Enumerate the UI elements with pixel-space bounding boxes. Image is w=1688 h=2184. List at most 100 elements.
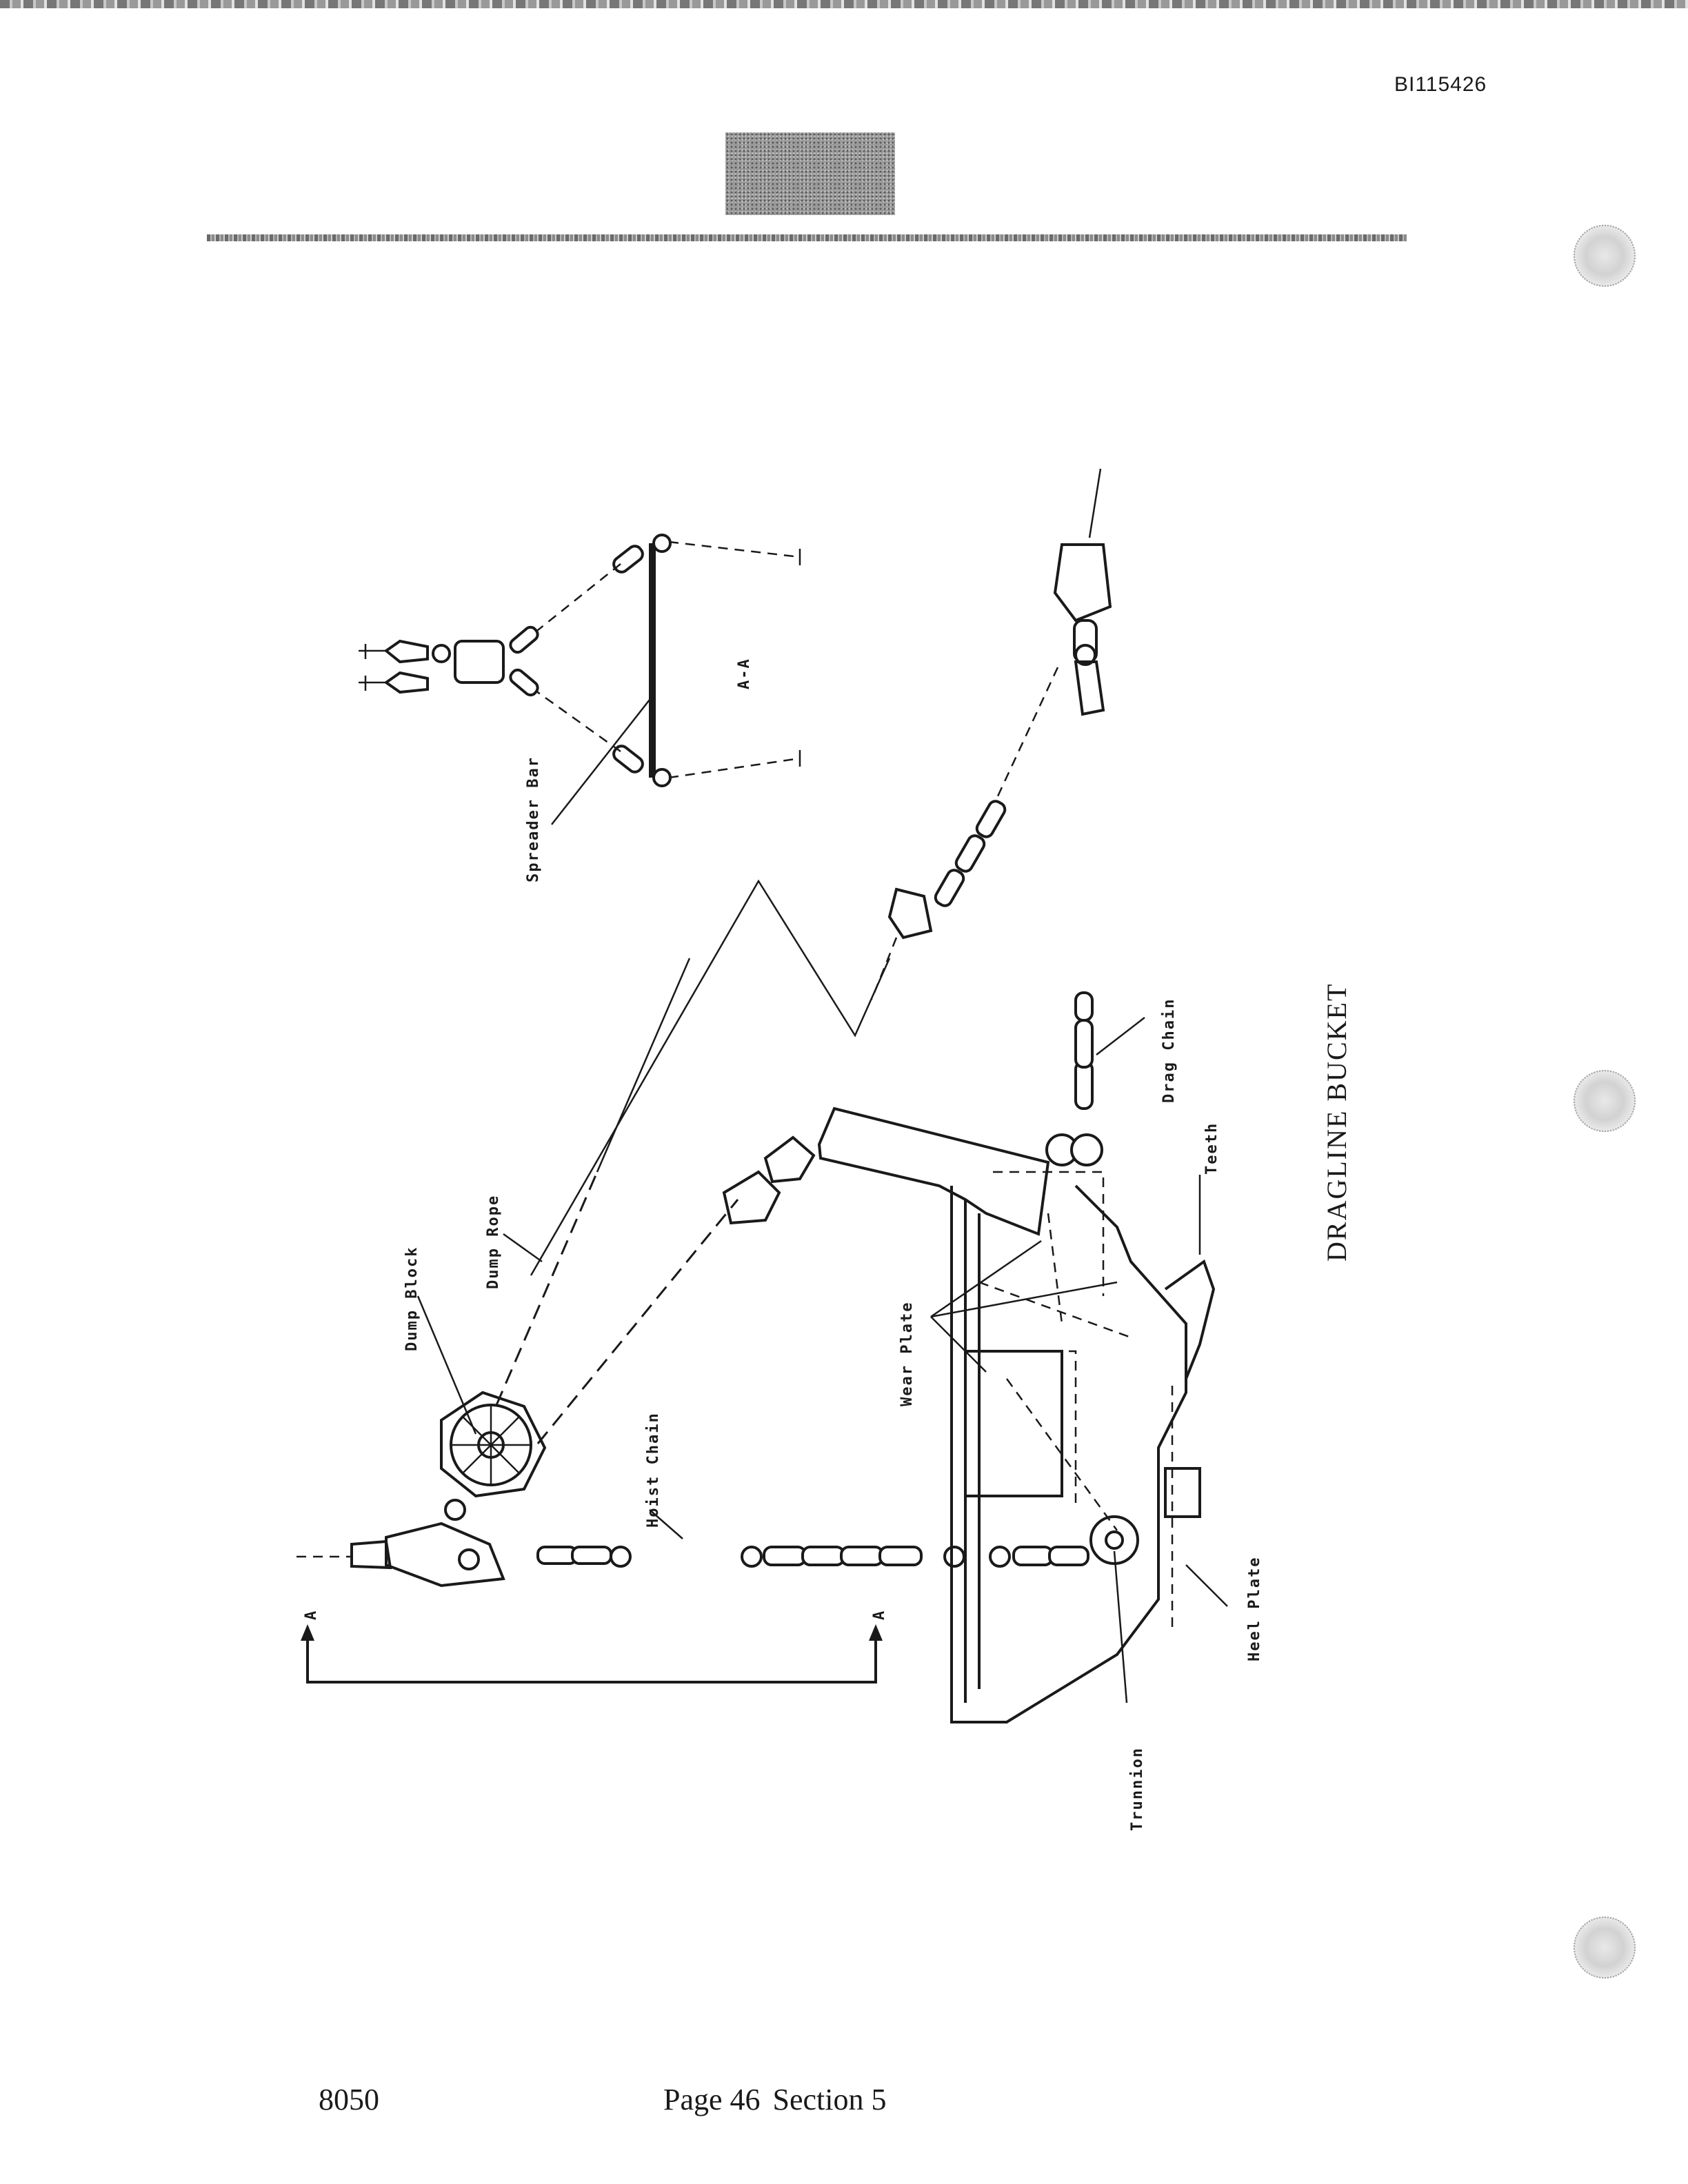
bucket-teeth bbox=[1164, 1259, 1216, 1379]
spreader-bar-leader bbox=[551, 696, 653, 825]
drag-rope-socket-2 bbox=[887, 887, 933, 940]
drag-chain-link-3 bbox=[934, 869, 965, 907]
drag-rope-end bbox=[1088, 468, 1102, 538]
wear-plate-leader-3 bbox=[930, 1316, 987, 1373]
section-a-a-view: Spreader Bar A-A bbox=[359, 534, 801, 882]
trunnion-label: Trunnion bbox=[1129, 1747, 1146, 1831]
trunnion-shape bbox=[1089, 1515, 1139, 1565]
spreader-link-bottom bbox=[612, 745, 644, 774]
dump-block-frame bbox=[440, 1391, 547, 1498]
teeth-label: Teeth bbox=[1203, 1122, 1220, 1175]
bucket-interior-5 bbox=[1047, 1213, 1063, 1324]
document-id: BI115426 bbox=[1394, 73, 1487, 96]
footer-section: Section 5 bbox=[772, 2083, 887, 2116]
section-mark-left: A bbox=[303, 1610, 320, 1620]
company-logo bbox=[725, 132, 895, 215]
drag-chain-link-1 bbox=[975, 800, 1007, 838]
spreader-bar-label: Spreader Bar bbox=[525, 756, 542, 882]
heel-plate-shape bbox=[1164, 1467, 1201, 1518]
hoist-chain-ring-right bbox=[741, 1546, 763, 1568]
rope-socket-upper bbox=[383, 639, 429, 664]
drag-chain-shackle-2 bbox=[1070, 1133, 1103, 1166]
spreader-link-top bbox=[612, 545, 644, 574]
drag-chain-line-upper bbox=[992, 667, 1059, 807]
bucket-floor bbox=[964, 1200, 981, 1703]
punch-hole-middle bbox=[1574, 1070, 1636, 1132]
hoist-chain-leader bbox=[649, 1509, 683, 1539]
wear-plate-leader-2 bbox=[930, 1281, 1118, 1318]
drag-chain-link-front-3 bbox=[1074, 991, 1094, 1022]
heel-plate-leader bbox=[1185, 1564, 1228, 1607]
scan-top-edge bbox=[0, 0, 1688, 8]
drag-swivel bbox=[1074, 660, 1105, 716]
dump-rope-break bbox=[530, 879, 891, 1276]
bucket-body bbox=[416, 991, 1228, 1723]
spreader-chain-bottom bbox=[523, 681, 621, 753]
diagram-title: DRAGLINE BUCKET bbox=[1321, 983, 1352, 1262]
hoist-chain-ring-bucket bbox=[943, 1546, 965, 1568]
section-marks: A A bbox=[301, 1610, 888, 1684]
dump-block-pin-lower bbox=[444, 1499, 466, 1521]
drag-chain-leader bbox=[1096, 1017, 1145, 1055]
bucket-interior-2 bbox=[986, 1350, 1077, 1510]
hoist-chain-link-c bbox=[763, 1546, 807, 1566]
center-link-upper bbox=[509, 625, 539, 654]
bucket-arch bbox=[817, 1106, 1050, 1236]
hoist-chain-link-d bbox=[801, 1546, 845, 1566]
dump-rope-label: Dump Rope bbox=[485, 1195, 502, 1289]
hoist-chain-link-g bbox=[1012, 1546, 1054, 1566]
hoist-chain-label: Hoist Chain bbox=[645, 1412, 662, 1528]
hoist-chain-link-a bbox=[536, 1546, 578, 1565]
section-arrow-right bbox=[869, 1624, 883, 1641]
center-link-lower bbox=[509, 668, 539, 697]
dump-rope-to-bucket bbox=[536, 1199, 739, 1444]
rope-socket-lower bbox=[383, 671, 429, 694]
hoist-chain-link-h bbox=[1048, 1546, 1089, 1566]
drag-clevis-pin bbox=[1074, 644, 1096, 666]
spreader-bar-end-top bbox=[652, 534, 672, 553]
footer-code: 8050 bbox=[319, 2083, 379, 2116]
spreader-chain-top bbox=[523, 563, 621, 642]
bucket-outline bbox=[950, 1184, 1187, 1723]
drag-chain-label: Drag Chain bbox=[1160, 998, 1178, 1103]
hoist-chain-link-e bbox=[840, 1546, 884, 1566]
trunnion-leader bbox=[1113, 1550, 1128, 1703]
dump-rope-line-upper bbox=[596, 958, 691, 1173]
section-mark-right: A bbox=[871, 1610, 888, 1620]
hitch-pin bbox=[432, 644, 451, 663]
drag-chain-link-front-2 bbox=[1074, 1019, 1094, 1069]
hoist-chain-link-f bbox=[878, 1546, 923, 1566]
dump-block-leader bbox=[416, 1295, 477, 1435]
hoist-chain-ring-left bbox=[610, 1546, 632, 1568]
dump-rope-line bbox=[495, 1171, 599, 1406]
hoist-chain-link-b bbox=[571, 1546, 612, 1565]
arch-rope-fitting bbox=[722, 1170, 781, 1225]
section-line-top bbox=[668, 540, 801, 558]
bucket-interior-3 bbox=[978, 1281, 1132, 1339]
hoist-chain-ring-trunnion bbox=[989, 1546, 1011, 1568]
section-arrow-left bbox=[301, 1624, 314, 1641]
hoist-rope-socket bbox=[350, 1539, 392, 1570]
section-line-bottom bbox=[668, 757, 801, 779]
drag-hitch-assembly bbox=[870, 468, 1112, 1000]
section-a-a-label: A-A bbox=[736, 658, 753, 689]
trunnion-pin bbox=[1105, 1530, 1124, 1550]
wear-plate-label: Wear Plate bbox=[898, 1302, 916, 1406]
drag-chain-link-2 bbox=[954, 834, 986, 873]
header-rule bbox=[207, 234, 1407, 241]
spreader-bar-end-bottom bbox=[652, 768, 672, 787]
arch-rope-fitting-2 bbox=[763, 1135, 816, 1184]
bucket-interior-4 bbox=[1005, 1378, 1118, 1531]
hoist-clevis-pin bbox=[458, 1548, 480, 1570]
heel-plate-label: Heel Plate bbox=[1246, 1557, 1263, 1661]
hoist-clevis bbox=[385, 1521, 505, 1588]
section-bracket bbox=[306, 1641, 877, 1684]
dump-block-assembly bbox=[297, 958, 1089, 1588]
sheave-spoke-4 bbox=[461, 1415, 521, 1475]
wear-plate-shape bbox=[965, 1350, 1063, 1497]
punch-hole-bottom bbox=[1574, 1917, 1636, 1979]
drag-chain-link-front-1 bbox=[1074, 1060, 1094, 1110]
